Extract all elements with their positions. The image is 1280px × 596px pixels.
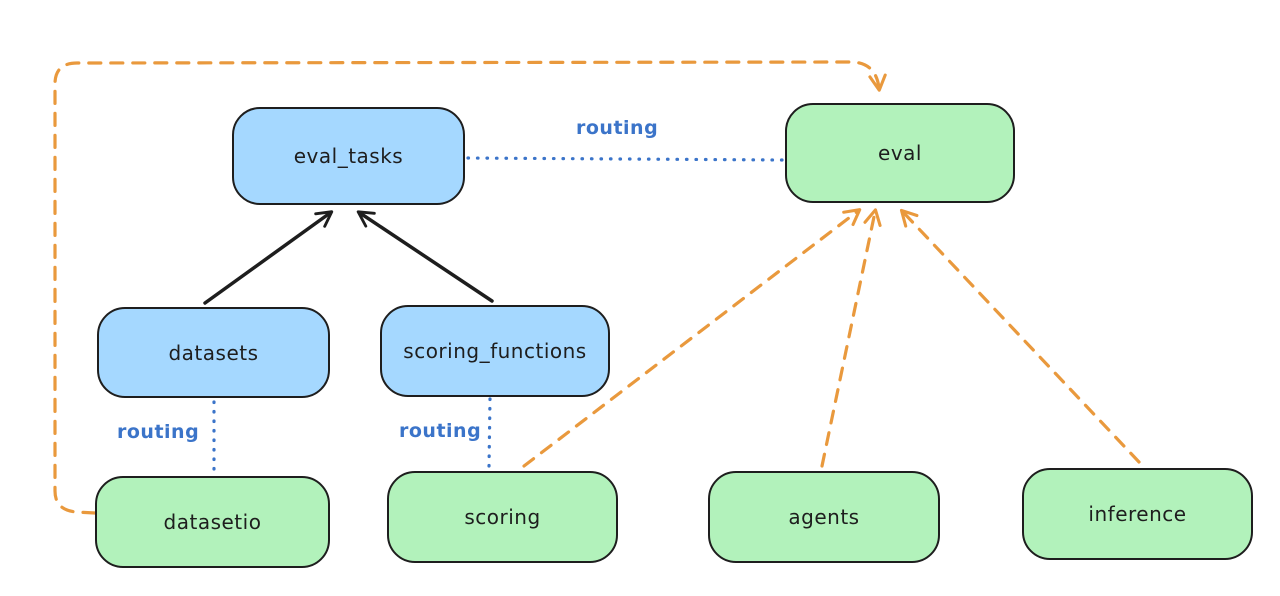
node-scoring: scoring bbox=[387, 471, 618, 563]
edge-inference-to-eval bbox=[899, 208, 1141, 464]
node-inference: inference bbox=[1022, 468, 1253, 560]
node-scoring-label: scoring bbox=[464, 505, 541, 529]
edge-agents-to-eval bbox=[820, 208, 882, 468]
routing-label-datasets-datasetio: routing bbox=[117, 421, 200, 443]
node-eval-label: eval bbox=[878, 141, 922, 165]
edge-datasetio-to-eval bbox=[53, 60, 887, 515]
edge-scoring-functions-to-scoring-routing bbox=[487, 397, 492, 469]
node-inference-label: inference bbox=[1088, 502, 1187, 526]
edge-scoring-to-eval bbox=[522, 208, 862, 468]
node-scoring-functions-label: scoring_functions bbox=[403, 339, 587, 363]
node-agents: agents bbox=[708, 471, 940, 563]
node-agents-label: agents bbox=[788, 505, 860, 529]
node-eval-tasks: eval_tasks bbox=[232, 107, 465, 205]
node-datasets: datasets bbox=[97, 307, 330, 398]
node-eval: eval bbox=[785, 103, 1015, 203]
node-scoring-functions: scoring_functions bbox=[380, 305, 610, 397]
node-datasetio: datasetio bbox=[95, 476, 330, 568]
node-datasetio-label: datasetio bbox=[163, 510, 262, 534]
edge-eval-tasks-to-eval-routing bbox=[466, 156, 784, 162]
routing-label-scoring-functions-scoring: routing bbox=[399, 420, 482, 442]
routing-label-eval-tasks-eval: routing bbox=[576, 117, 659, 139]
edge-scoring-functions-to-eval-tasks bbox=[356, 210, 494, 303]
node-eval-tasks-label: eval_tasks bbox=[293, 144, 404, 168]
edge-datasets-to-eval-tasks bbox=[203, 210, 334, 305]
node-datasets-label: datasets bbox=[168, 340, 259, 365]
